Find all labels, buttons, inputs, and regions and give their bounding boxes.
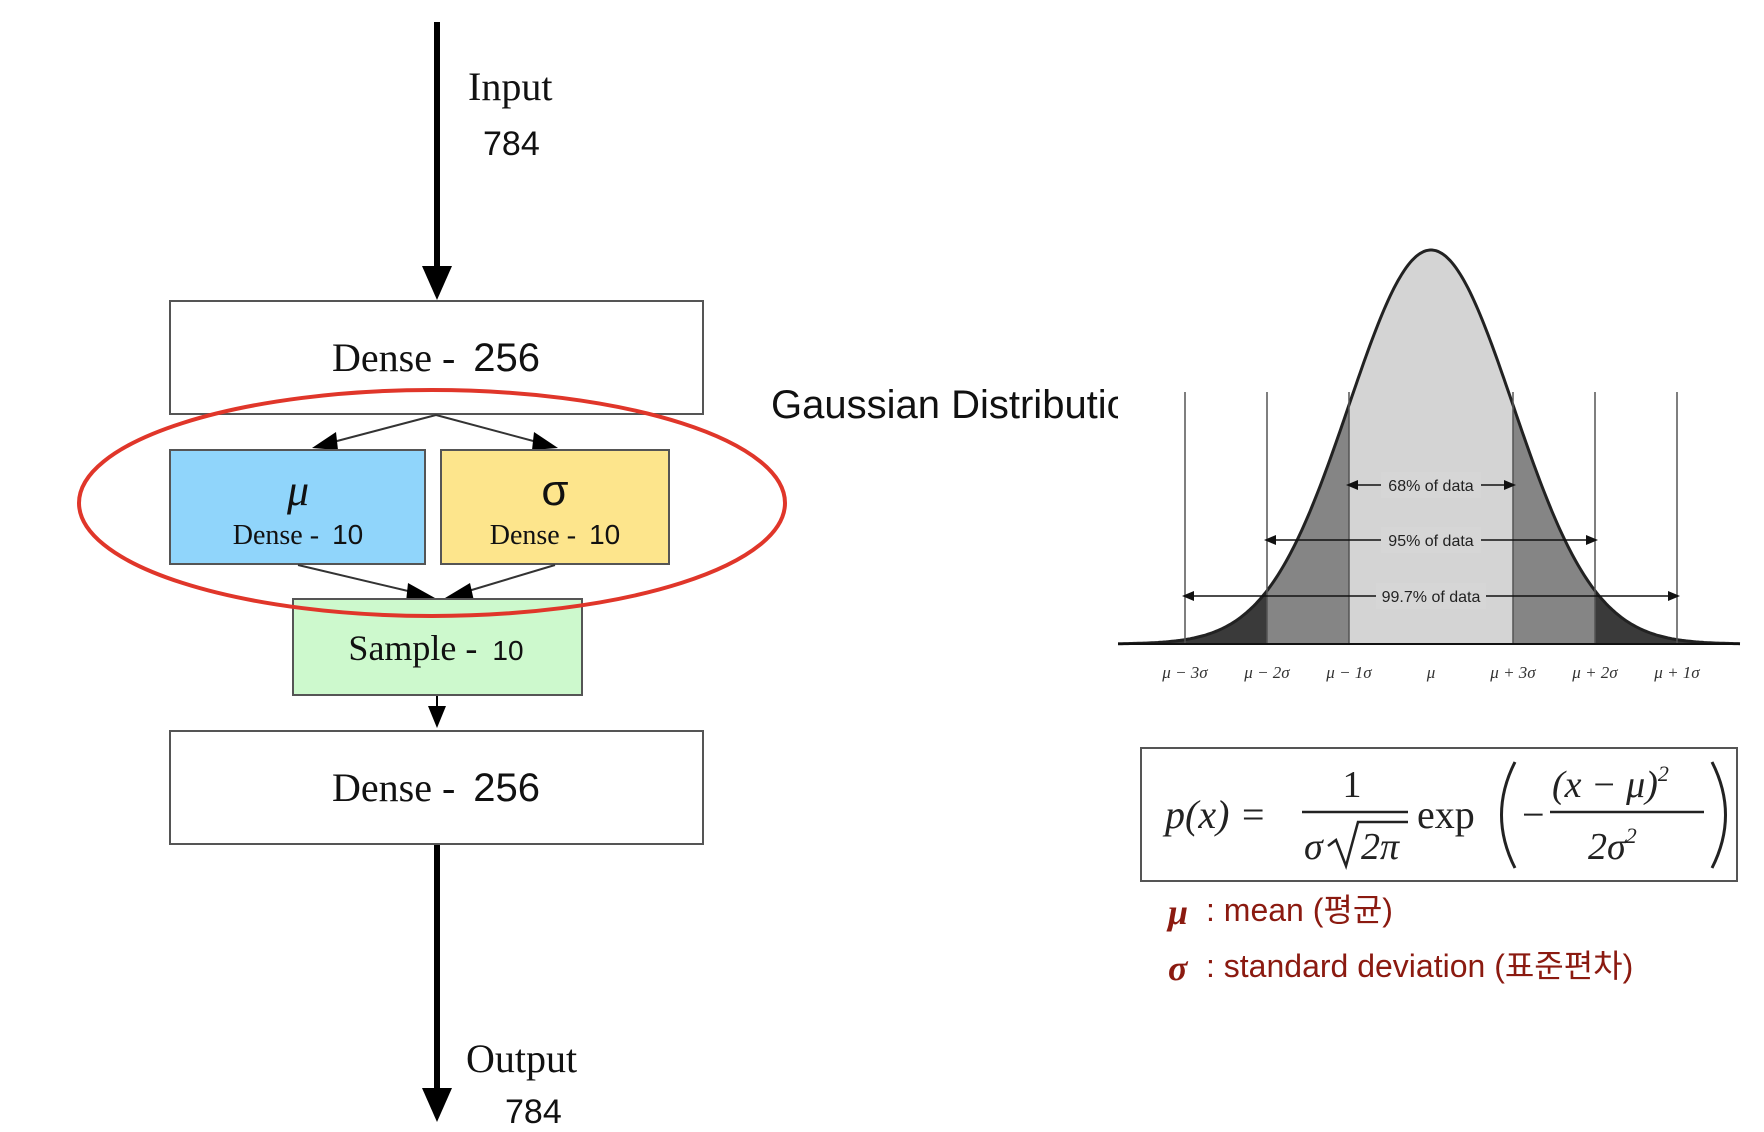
legend-sigma: σ : standard deviation (표준편차) (1168, 948, 1633, 988)
axis-tick-label: μ − 1σ (1325, 663, 1372, 682)
input-arrowhead (422, 266, 452, 300)
formula-frame (1140, 747, 1738, 882)
legend-mu-symbol: μ (1166, 892, 1188, 932)
output-arrowhead (422, 1088, 452, 1122)
merge-arrow-mu (297, 564, 426, 596)
split-arrowhead-sigma (532, 432, 558, 450)
input-label: Input (468, 64, 552, 109)
tail-left (1118, 590, 1267, 644)
formula-box: p(x) = 1 σ 2π exp − (x − μ)2 2σ2 (1140, 747, 1738, 882)
axis-tick-labels: μ − 3σ μ − 2σ μ − 1σ μ μ + 3σ μ + 2σ μ + 1σ (1161, 663, 1700, 682)
band-95-label-bg (1381, 527, 1481, 553)
network-diagram: Input 784 Dense - 256 μ Dense - 10 σ Den… (77, 22, 787, 1131)
split-arrow-sigma (435, 414, 553, 447)
axis-tick-label: μ (1426, 663, 1436, 682)
legend-sigma-text: : standard deviation (표준편차) (1206, 948, 1633, 984)
band-997: 99.7% of data (1182, 583, 1680, 609)
mu-symbol: μ (286, 466, 309, 515)
sigma-symbol: σ (541, 466, 568, 515)
mu-box (169, 449, 426, 565)
sample-arrowhead (428, 706, 446, 728)
gaussian-curve (1118, 248, 1741, 646)
output-size: 784 (505, 1093, 562, 1131)
formula-den-sigma: σ (1304, 826, 1324, 868)
band-68: 68% of data (1346, 472, 1516, 498)
sample-text: Sample - 10 (348, 628, 523, 668)
split-arrow-mu (317, 414, 437, 447)
dense1-text: Dense - 256 (332, 335, 540, 380)
band-997-arrowhead-right (1668, 591, 1680, 601)
merge-arrowhead-sigma (445, 583, 474, 601)
formula-right-paren (1710, 761, 1727, 869)
input-size: 784 (483, 125, 540, 163)
formula-legend: μ : mean (평균) σ : standard deviation (표준… (1166, 892, 1633, 988)
axis-tick-label: μ − 3σ (1161, 663, 1208, 682)
legend-sigma-symbol: σ (1168, 948, 1189, 988)
band-95: 95% of data (1264, 527, 1598, 553)
axis-tick-label: μ − 2σ (1243, 663, 1290, 682)
band-997-arrowhead-left (1182, 591, 1194, 601)
merge-arrowhead-mu (406, 583, 435, 602)
formula-numerator: 1 (1343, 764, 1362, 806)
band-95-label: 95% of data (1388, 533, 1474, 550)
sigma-dense-text: Dense - 10 (490, 519, 620, 551)
split-arrowhead-mu (312, 432, 338, 450)
merge-arrow-sigma (454, 564, 556, 596)
band-95-arrowhead-left (1264, 535, 1276, 545)
output-label: Output (466, 1036, 577, 1081)
sigma-lines (1184, 392, 1678, 644)
formula-exp: exp (1417, 792, 1475, 837)
formula-lhs: p(x) = (1162, 792, 1266, 837)
sigma-box (440, 449, 670, 565)
axis-tick-label: μ + 3σ (1489, 663, 1536, 682)
formula-den-root: 2π (1361, 826, 1400, 868)
band-997-label-bg (1376, 583, 1486, 609)
axis-tick-label: μ + 2σ (1571, 663, 1618, 682)
dense2-box (169, 730, 704, 845)
band-68-label-bg (1381, 472, 1481, 498)
band-95-arrowhead-right (1586, 535, 1598, 545)
band-68-arrowhead-left (1346, 480, 1358, 490)
formula-minus: − (1522, 792, 1545, 837)
gaussian-plot: 68% of data 95% of data 99.7% of data μ … (1118, 248, 1741, 682)
mu-dense-text: Dense - 10 (233, 519, 363, 551)
highlight-ellipse (77, 388, 787, 618)
formula-rhs-numerator: (x − μ)2 (1552, 761, 1669, 806)
dense2-text: Dense - 256 (332, 765, 540, 810)
formula-left-paren (1500, 761, 1517, 869)
axis-tick-label: μ + 1σ (1653, 663, 1700, 682)
legend-mu: μ : mean (평균) (1166, 892, 1393, 932)
band-68-label: 68% of data (1388, 478, 1474, 495)
band-997-label: 99.7% of data (1382, 589, 1481, 606)
tail-right (1595, 590, 1740, 644)
legend-mu-text: : mean (평균) (1206, 892, 1393, 928)
band-68-arrowhead-right (1504, 480, 1516, 490)
formula-sqrt-sign (1327, 820, 1408, 871)
formula-rhs-denominator: 2σ2 (1588, 823, 1637, 868)
dense1-box (169, 300, 704, 415)
gaussian-title: Gaussian Distribution (771, 383, 1151, 427)
